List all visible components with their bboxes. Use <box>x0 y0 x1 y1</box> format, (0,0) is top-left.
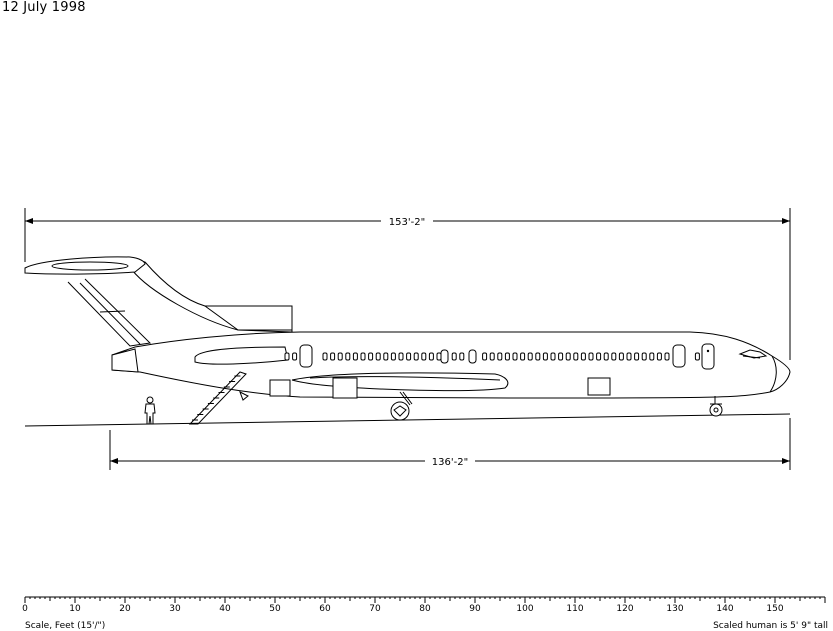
window <box>520 352 526 361</box>
wheelbase-label: 136'-2" <box>432 457 468 468</box>
scale-bar: 0 10 20 30 40 50 60 70 80 90 100 110 120 130 140 150 <box>22 596 826 614</box>
window <box>337 352 343 361</box>
window <box>603 352 609 361</box>
window <box>360 352 366 361</box>
window <box>436 352 442 361</box>
window <box>527 352 533 361</box>
scaled-human-figure <box>144 396 156 425</box>
scale-tick-label: 50 <box>269 604 281 614</box>
window <box>375 352 381 361</box>
scale-tick-label: 130 <box>666 604 683 614</box>
aft-airstair <box>188 371 247 425</box>
window <box>596 352 602 361</box>
overwing-exit <box>468 349 477 364</box>
scale-tick-label: 120 <box>616 604 633 614</box>
scale-tick-label: 0 <box>22 604 28 614</box>
scale-tick-label: 20 <box>119 604 131 614</box>
window <box>383 352 389 361</box>
crew-door <box>701 343 715 370</box>
window <box>588 352 594 361</box>
window <box>573 352 579 361</box>
window <box>694 352 700 361</box>
window <box>292 352 298 361</box>
window <box>611 352 617 361</box>
ventral-fin <box>239 390 249 401</box>
window <box>284 352 290 361</box>
window <box>398 352 404 361</box>
window <box>550 352 556 361</box>
window <box>656 352 662 361</box>
scale-tick-label: 80 <box>419 604 431 614</box>
window <box>459 352 465 361</box>
window <box>421 352 427 361</box>
stabilizer-fairing <box>51 261 129 271</box>
window <box>330 352 336 361</box>
scale-tick-label: 60 <box>319 604 331 614</box>
nose-landing-gear <box>709 396 723 417</box>
scale-tick-label: 40 <box>219 604 231 614</box>
wheelbase-dimension: 136'-2" <box>109 418 791 470</box>
window <box>406 352 412 361</box>
center-engine-intake <box>203 305 293 331</box>
window <box>535 352 541 361</box>
window <box>565 352 571 361</box>
scale-tick-label: 110 <box>566 604 583 614</box>
passenger-windows <box>284 352 700 361</box>
window <box>634 352 640 361</box>
drawing-date: 12 July 1998 <box>2 0 86 15</box>
window <box>345 352 351 361</box>
scale-caption: Scale, Feet (15'/") <box>25 621 105 631</box>
window <box>322 352 328 361</box>
window <box>618 352 624 361</box>
cargo-door-forward <box>587 377 611 396</box>
window <box>641 352 647 361</box>
window <box>428 352 434 361</box>
window <box>497 352 503 361</box>
human-scale-note: Scaled human is 5' 9" tall <box>713 621 828 631</box>
scale-tick-label: 150 <box>766 604 783 614</box>
nose-cone <box>769 355 777 393</box>
overwing-exit <box>440 349 449 364</box>
horizontal-stabilizer <box>24 256 146 275</box>
forward-aft-door <box>299 344 313 368</box>
window <box>558 352 564 361</box>
scale-tick-label: 90 <box>469 604 481 614</box>
scale-tick-label: 10 <box>69 604 81 614</box>
window <box>504 352 510 361</box>
cargo-door-mid <box>332 377 358 399</box>
window <box>649 352 655 361</box>
scale-tick-label: 30 <box>169 604 181 614</box>
window <box>390 352 396 361</box>
window <box>368 352 374 361</box>
scale-tick-label: 140 <box>716 604 733 614</box>
window <box>664 352 670 361</box>
cargo-door-aft <box>269 379 291 397</box>
window <box>451 352 457 361</box>
main-landing-gear <box>390 391 413 421</box>
aircraft-side-view <box>24 256 791 425</box>
window <box>512 352 518 361</box>
tail-cone <box>111 348 139 373</box>
window <box>626 352 632 361</box>
overall-length-dimension: 153'-2" <box>24 208 791 360</box>
scale-tick-label: 100 <box>516 604 533 614</box>
window <box>489 352 495 361</box>
window <box>482 352 488 361</box>
window <box>542 352 548 361</box>
forward-door <box>672 344 686 368</box>
window <box>352 352 358 361</box>
window <box>413 352 419 361</box>
scale-tick-label: 70 <box>369 604 381 614</box>
overall-length-label: 153'-2" <box>389 217 425 228</box>
window <box>580 352 586 361</box>
